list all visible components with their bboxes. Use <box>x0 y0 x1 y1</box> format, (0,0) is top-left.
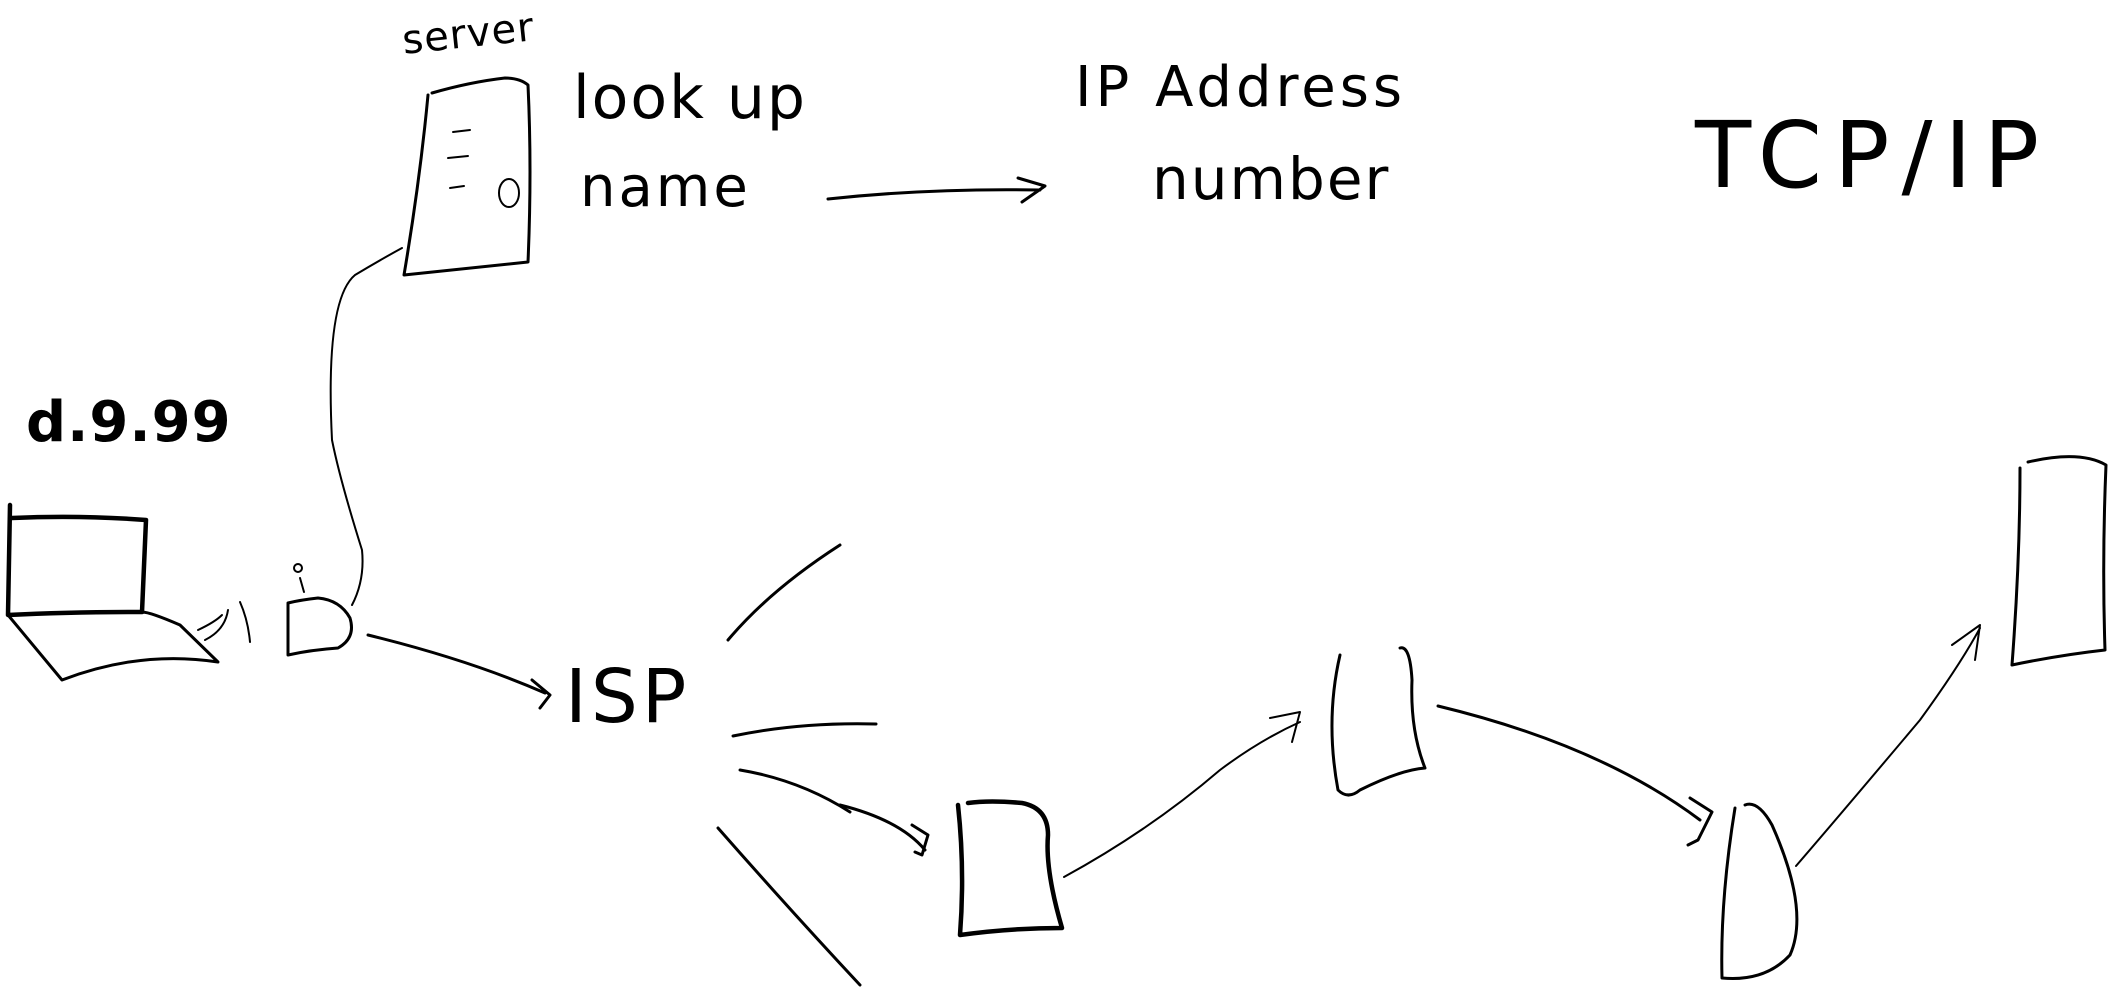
laptop-icon <box>5 502 220 682</box>
router-server-cable <box>329 247 403 606</box>
ip-address-label: IP Address <box>1075 55 1407 120</box>
router-icon <box>286 563 353 657</box>
isp-router-arrow <box>838 803 930 857</box>
name-label: name <box>580 155 751 220</box>
number-label: number <box>1152 145 1391 213</box>
lookup-arrow <box>826 176 1047 204</box>
isp-label: ISP <box>565 654 691 740</box>
look-up-label: look up <box>573 63 808 133</box>
router-node-3 <box>1720 802 1799 981</box>
router-3-server-arrow <box>1795 624 1981 867</box>
url-label: d.9.99 <box>26 390 232 455</box>
router-2-3-arrow <box>1436 704 1714 847</box>
destination-server <box>2010 455 2108 667</box>
tcp-ip-label: TCP/IP <box>1695 102 2052 209</box>
wifi-icon <box>197 601 251 643</box>
isp-fanout-lines <box>716 543 878 987</box>
server-icon <box>402 76 532 277</box>
router-node-1 <box>955 799 1065 938</box>
router-1-2-arrow <box>1063 711 1301 878</box>
router-isp-arrow <box>366 633 552 710</box>
router-node-2 <box>1330 646 1427 797</box>
